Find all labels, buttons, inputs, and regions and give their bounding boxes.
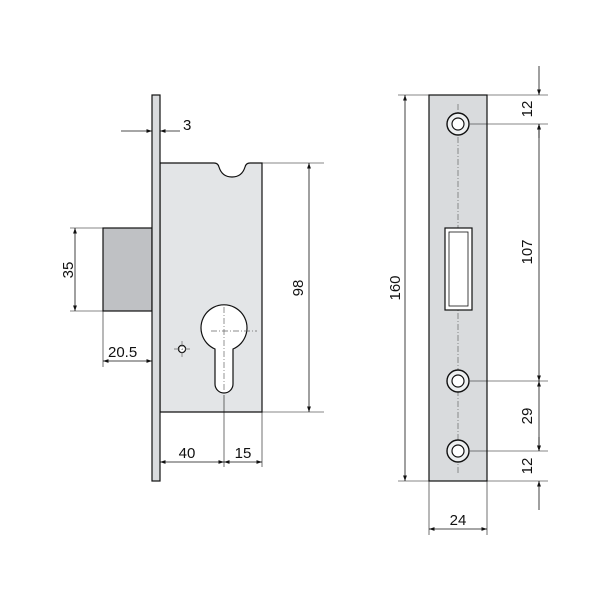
dim-bottom-screw-offset: 12 bbox=[519, 458, 536, 475]
front-view: 12 107 29 12 160 24 bbox=[387, 66, 548, 535]
screw-hole-middle bbox=[446, 369, 470, 393]
dim-screw-spacing-upper: 107 bbox=[519, 239, 536, 264]
dim-bolt-height: 35 bbox=[60, 262, 77, 279]
dim-backset: 40 bbox=[179, 445, 196, 462]
dim-faceplate-width: 24 bbox=[450, 512, 467, 529]
deadbolt bbox=[102, 227, 153, 312]
dim-screw-spacing-lower: 29 bbox=[519, 408, 536, 425]
bolt-slot bbox=[444, 227, 473, 311]
dim-cylinder-offset: 15 bbox=[235, 445, 252, 462]
screw-hole-bottom bbox=[446, 439, 470, 463]
dim-faceplate-thickness: 3 bbox=[183, 117, 191, 134]
lock-body bbox=[159, 162, 263, 413]
dim-body-height: 98 bbox=[290, 280, 307, 297]
faceplate-side bbox=[151, 94, 161, 482]
screw-hole-top bbox=[446, 112, 470, 136]
dim-faceplate-length: 160 bbox=[387, 275, 404, 300]
dim-bolt-throw: 20.5 bbox=[108, 344, 137, 361]
side-view: 3 35 20.5 98 40 15 bbox=[60, 94, 324, 482]
dim-top-screw-offset: 12 bbox=[519, 101, 536, 118]
